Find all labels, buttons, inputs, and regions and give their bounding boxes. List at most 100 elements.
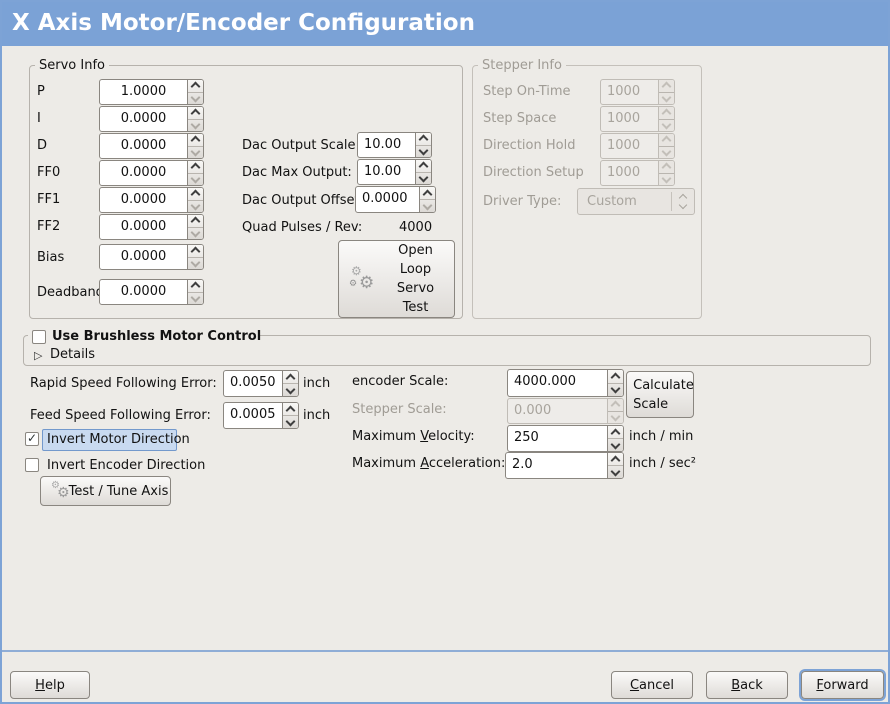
spin-down-button[interactable] [188, 292, 203, 305]
spin-up-button[interactable] [416, 160, 431, 173]
spin-down-button[interactable] [416, 172, 431, 185]
dac-output-offset-value[interactable]: 0.0000 [362, 191, 408, 206]
servo-ff1-value[interactable]: 0.0000 [120, 192, 167, 207]
spin-up-button[interactable] [188, 107, 203, 120]
rapid-unit-label: inch [303, 376, 331, 391]
forward-button[interactable]: Forward [801, 671, 884, 699]
servo-deadband-value[interactable]: 0.0000 [120, 284, 167, 299]
step-on-time-spinbox: 1000 [600, 79, 675, 105]
servo-deadband-spinbox[interactable]: 0.0000 [99, 279, 204, 305]
spin-up-button[interactable] [188, 80, 203, 93]
stepper-info-legend: Stepper Info [478, 58, 566, 73]
spin-up-button[interactable] [420, 187, 435, 200]
use-brushless-checkbox[interactable] [32, 330, 46, 344]
brushless-legend-strip [28, 327, 260, 345]
invert-encoder-direction-label[interactable]: Invert Encoder Direction [47, 458, 206, 473]
spin-down-button[interactable] [283, 384, 298, 396]
spin-down-button[interactable] [188, 200, 203, 213]
combo-arrows-icon [672, 193, 694, 210]
servo-ff2-spinbox[interactable]: 0.0000 [99, 214, 204, 240]
calculate-scale-button[interactable]: Calculate Scale [626, 371, 694, 418]
spin-up-button[interactable] [283, 403, 298, 416]
spin-down-button[interactable] [420, 200, 435, 212]
maximum-velocity-spinbox[interactable]: 250 [507, 425, 624, 452]
spin-down-button [659, 173, 674, 186]
servo-bias-spinbox[interactable]: 0.0000 [99, 244, 204, 270]
invert-encoder-direction-checkbox[interactable] [25, 458, 39, 472]
invert-motor-direction-label[interactable]: Invert Motor Direction [47, 432, 190, 447]
spin-down-button [659, 92, 674, 105]
cancel-button[interactable]: Cancel [611, 671, 693, 699]
servo-deadband-label: Deadband [37, 285, 104, 300]
spin-down-button[interactable] [188, 92, 203, 105]
spin-down-button [659, 119, 674, 132]
dac-output-scale-spinbox[interactable]: 10.00 [357, 132, 432, 158]
spin-up-button[interactable] [608, 370, 623, 384]
servo-d-spinbox[interactable]: 0.0000 [99, 133, 204, 159]
servo-p-value[interactable]: 1.0000 [120, 84, 167, 99]
servo-d-label: D [37, 138, 48, 153]
spin-up-button[interactable] [283, 371, 298, 384]
spin-up-button[interactable] [188, 215, 203, 228]
servo-bias-value[interactable]: 0.0000 [120, 249, 167, 264]
details-expander-icon[interactable]: ▷ [34, 349, 43, 362]
spin-up-button[interactable] [188, 188, 203, 201]
servo-ff1-spinbox[interactable]: 0.0000 [99, 187, 204, 213]
spin-up-button[interactable] [188, 245, 203, 258]
spin-down-button[interactable] [188, 173, 203, 186]
spin-up-button[interactable] [608, 426, 623, 439]
spin-down-button[interactable] [188, 227, 203, 240]
open-loop-servo-test-button[interactable]: ⚙ ⚙ ⚙ Open Loop Servo Test [338, 240, 455, 318]
dac-output-offset-spinbox[interactable]: 0.0000 [355, 186, 436, 213]
page-title: X Axis Motor/Encoder Configuration [12, 10, 475, 36]
help-button[interactable]: Help [10, 671, 90, 699]
spin-down-button[interactable] [416, 145, 431, 158]
quad-pulses-value: 4000 [399, 220, 433, 235]
servo-i-value[interactable]: 0.0000 [120, 111, 167, 126]
spin-down-button[interactable] [608, 383, 623, 397]
rapid-following-error-value[interactable]: 0.0050 [230, 375, 276, 390]
spin-up-button[interactable] [188, 134, 203, 147]
feed-following-error-value[interactable]: 0.0005 [230, 407, 276, 422]
servo-ff2-value[interactable]: 0.0000 [120, 219, 167, 234]
test-tune-axis-button[interactable]: ⚙ ⚙ Test / Tune Axis [40, 476, 171, 506]
servo-p-spinbox[interactable]: 1.0000 [99, 79, 204, 105]
spin-up-button[interactable] [416, 133, 431, 146]
details-expander-label[interactable]: Details [50, 347, 96, 362]
spin-down-button[interactable] [283, 416, 298, 428]
back-button[interactable]: Back [706, 671, 788, 699]
servo-ff0-spinbox[interactable]: 0.0000 [99, 160, 204, 186]
spin-down-button[interactable] [188, 257, 203, 270]
stepper-info-frame [472, 65, 702, 319]
servo-ff1-label: FF1 [37, 192, 61, 207]
spin-down-button[interactable] [608, 439, 623, 451]
encoder-scale-value[interactable]: 4000.000 [514, 374, 577, 389]
spin-up-button[interactable] [608, 453, 623, 466]
step-on-time-value: 1000 [607, 84, 641, 99]
servo-ff0-label: FF0 [37, 165, 61, 180]
maximum-acceleration-spinbox[interactable]: 2.0 [505, 452, 624, 479]
spin-up-button[interactable] [188, 161, 203, 174]
rapid-following-error-spinbox[interactable]: 0.0050 [223, 370, 299, 397]
maximum-acceleration-value[interactable]: 2.0 [512, 457, 533, 472]
spin-down-button[interactable] [608, 466, 623, 478]
dac-max-output-spinbox[interactable]: 10.00 [357, 159, 432, 185]
maximum-velocity-label: Maximum Velocity: [352, 429, 475, 444]
servo-d-value[interactable]: 0.0000 [120, 138, 167, 153]
servo-i-spinbox[interactable]: 0.0000 [99, 106, 204, 132]
feed-following-error-spinbox[interactable]: 0.0005 [223, 402, 299, 429]
step-space-spinbox: 1000 [600, 106, 675, 132]
servo-ff0-value[interactable]: 0.0000 [120, 165, 167, 180]
dac-max-output-value[interactable]: 10.00 [364, 164, 402, 179]
direction-setup-spinbox: 1000 [600, 160, 675, 186]
direction-setup-label: Direction Setup [483, 165, 584, 180]
invert-motor-direction-checkbox[interactable]: ✓ [25, 432, 39, 446]
maximum-velocity-value[interactable]: 250 [514, 430, 539, 445]
spin-down-button[interactable] [188, 146, 203, 159]
dac-output-scale-value[interactable]: 10.00 [364, 137, 402, 152]
rapid-following-error-label: Rapid Speed Following Error: [30, 376, 217, 391]
spin-down-button[interactable] [188, 119, 203, 132]
maximum-acceleration-label: Maximum Acceleration: [352, 456, 506, 471]
spin-up-button[interactable] [188, 280, 203, 293]
encoder-scale-spinbox[interactable]: 4000.000 [507, 369, 624, 397]
